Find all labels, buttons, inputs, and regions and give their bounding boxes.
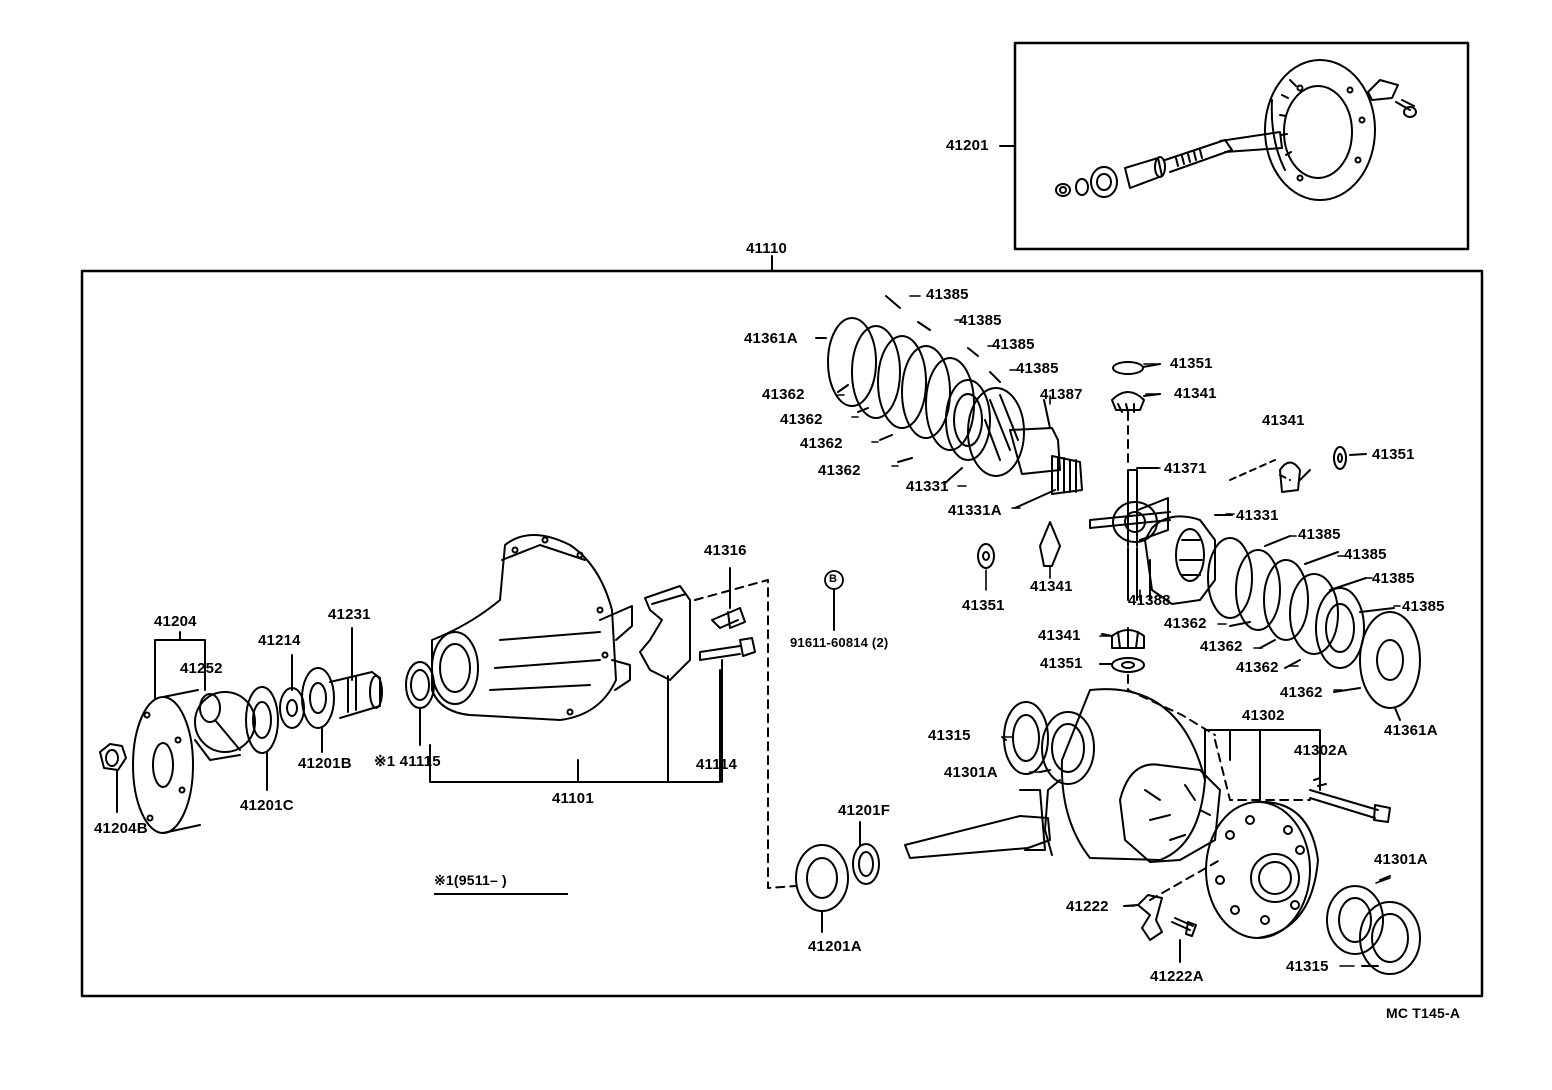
label-41362: 41362 [818, 462, 861, 479]
ring-gear-set-inset-frame [1013, 41, 1470, 251]
label-41361A: 41361A [1384, 722, 1438, 739]
label-41214: 41214 [258, 632, 301, 649]
label-41301A: 41301A [944, 764, 998, 781]
label-41362: 41362 [800, 435, 843, 452]
companion-flange-group-drawing [99, 627, 383, 834]
label-41385: 41385 [1402, 598, 1445, 615]
label-41361A: 41361A [744, 330, 798, 347]
label-41341: 41341 [1030, 578, 1073, 595]
label-41315: 41315 [928, 727, 971, 744]
label-41362: 41362 [1280, 684, 1323, 701]
label-leader-lines [837, 295, 1401, 967]
label-41201F: 41201F [838, 802, 891, 819]
label-41331: 41331 [906, 478, 949, 495]
label-41252: 41252 [180, 660, 223, 677]
bolt-b-symbol: B [829, 573, 838, 585]
label-41301A: 41301A [1374, 851, 1428, 868]
label-41231: 41231 [328, 606, 371, 623]
label-41222A: 41222A [1150, 968, 1204, 985]
period-note-underline [434, 893, 568, 895]
label-41351: 41351 [1040, 655, 1083, 672]
label-41331: 41331 [1236, 507, 1279, 524]
pinion-gears-drawing [977, 361, 1367, 736]
label-41316: 41316 [704, 542, 747, 559]
period-note: ※1(9511– ) [434, 872, 507, 888]
label-41362: 41362 [1236, 659, 1279, 676]
label-41385: 41385 [1016, 360, 1059, 377]
differential-case-drawing [795, 688, 1421, 975]
label-41371: 41371 [1164, 460, 1207, 477]
carrier-housing-drawing [405, 534, 797, 889]
label-41201C: 41201C [240, 797, 294, 814]
label-41387: 41387 [1040, 386, 1083, 403]
label-41362: 41362 [780, 411, 823, 428]
clutch-pack-upper-drawing [815, 295, 1083, 509]
label-41204B: 41204B [94, 820, 148, 837]
differential-assembly-frame [80, 269, 1484, 998]
label-41362: 41362 [762, 386, 805, 403]
label-41388: 41388 [1128, 592, 1171, 609]
label-41385: 41385 [1344, 546, 1387, 563]
label-41222: 41222 [1066, 898, 1109, 915]
label-41385: 41385 [926, 286, 969, 303]
label-41351: 41351 [1372, 446, 1415, 463]
label-41201: 41201 [946, 137, 989, 154]
label-41201B: 41201B [298, 755, 352, 772]
label-41315: 41315 [1286, 958, 1329, 975]
label-41341: 41341 [1262, 412, 1305, 429]
label-41302: 41302 [1242, 707, 1285, 724]
clutch-pack-lower-drawing [1144, 514, 1421, 721]
ring-gear-pinion-set-drawing [999, 59, 1417, 201]
label-41385: 41385 [959, 312, 1002, 329]
label-41101: 41101 [552, 790, 594, 807]
diagram-code: MC T145-A [1386, 1005, 1461, 1021]
label-41302A: 41302A [1294, 742, 1348, 759]
label-41331A: 41331A [948, 502, 1002, 519]
label-41114: 41114 [696, 756, 738, 773]
label-41204: 41204 [154, 613, 197, 630]
label-41341: 41341 [1038, 627, 1081, 644]
label-41362: 41362 [1200, 638, 1243, 655]
label-41201A: 41201A [808, 938, 862, 955]
label-41341: 41341 [1174, 385, 1217, 402]
label-41385: 41385 [1372, 570, 1415, 587]
label-41362: 41362 [1164, 615, 1207, 632]
label-41385: 41385 [992, 336, 1035, 353]
label-41385: 41385 [1298, 526, 1341, 543]
label-91611-60814: 91611-60814 (2) [790, 635, 889, 650]
label-41115: ※1 41115 [374, 753, 441, 770]
label-41110: 41110 [746, 240, 788, 257]
label-41351: 41351 [1170, 355, 1213, 372]
label-41351: 41351 [962, 597, 1005, 614]
